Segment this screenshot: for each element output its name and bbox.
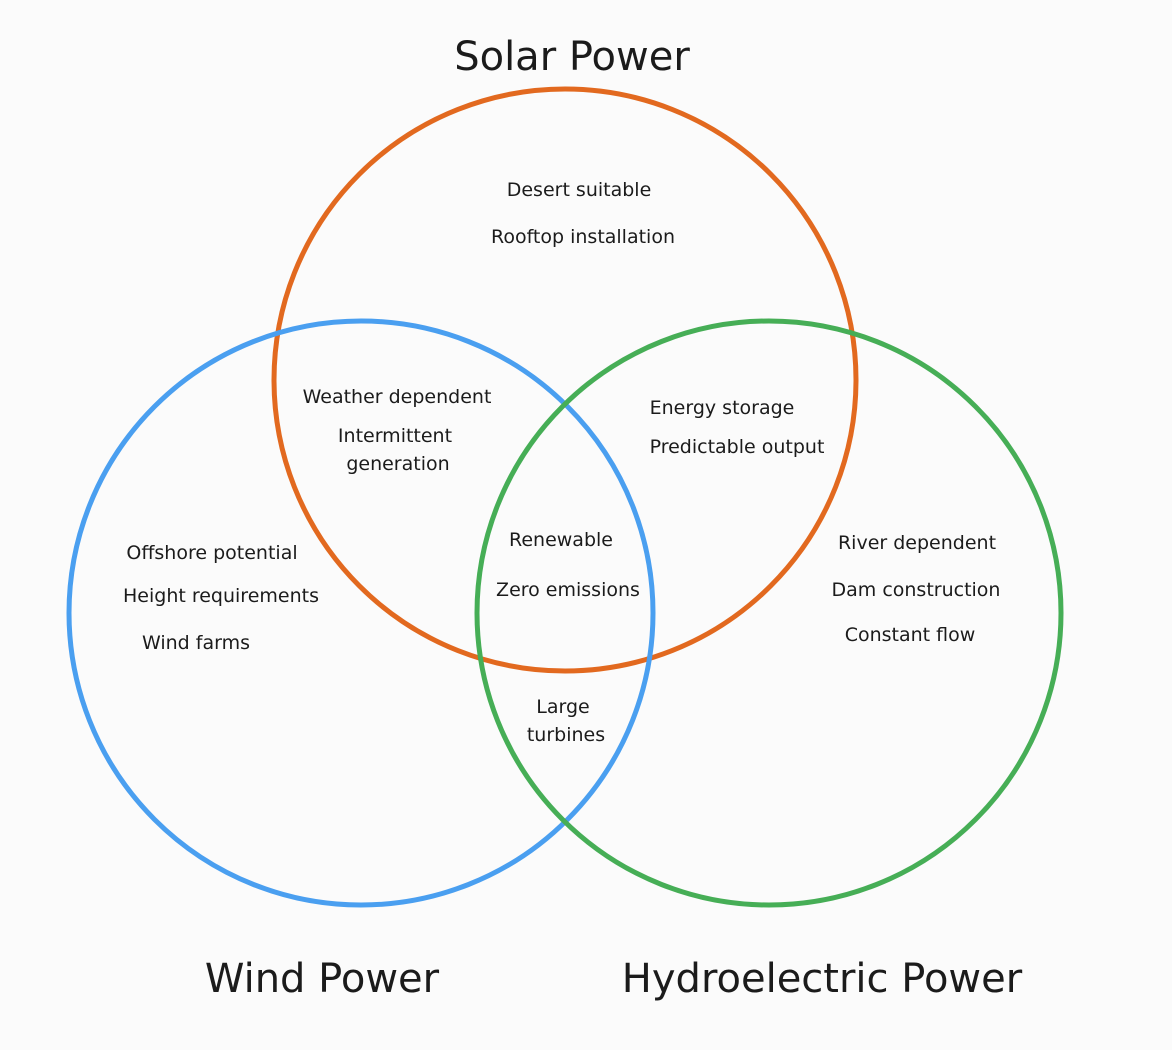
hydro-only-item: Dam construction xyxy=(832,579,1001,601)
solar-only-item: Rooftop installation xyxy=(491,226,675,248)
solar-hydro-item: Energy storage xyxy=(650,397,795,419)
wind-only-item: Height requirements xyxy=(123,585,319,607)
solar-hydro-item: Predictable output xyxy=(650,436,825,458)
wind-only-item: Wind farms xyxy=(142,632,250,654)
solar-wind-item: Weather dependent xyxy=(303,386,492,408)
hydro-only-item: Constant flow xyxy=(845,624,976,646)
solar-circle xyxy=(271,86,859,674)
all-three-item: Zero emissions xyxy=(496,579,640,601)
wind-hydro-item: Large xyxy=(536,696,589,718)
solar-wind-item: generation xyxy=(346,453,449,475)
hydro-circle xyxy=(474,318,1064,908)
solar-title: Solar Power xyxy=(454,34,690,80)
all-three-item: Renewable xyxy=(509,529,613,551)
hydro-title: Hydroelectric Power xyxy=(622,956,1023,1002)
wind-title: Wind Power xyxy=(205,956,440,1002)
hydro-only-item: River dependent xyxy=(838,532,996,554)
wind-circle xyxy=(66,318,656,908)
wind-only-item: Offshore potential xyxy=(126,542,297,564)
solar-wind-item: Intermittent xyxy=(338,425,452,447)
wind-hydro-item: turbines xyxy=(527,724,605,746)
solar-only-item: Desert suitable xyxy=(507,179,652,201)
